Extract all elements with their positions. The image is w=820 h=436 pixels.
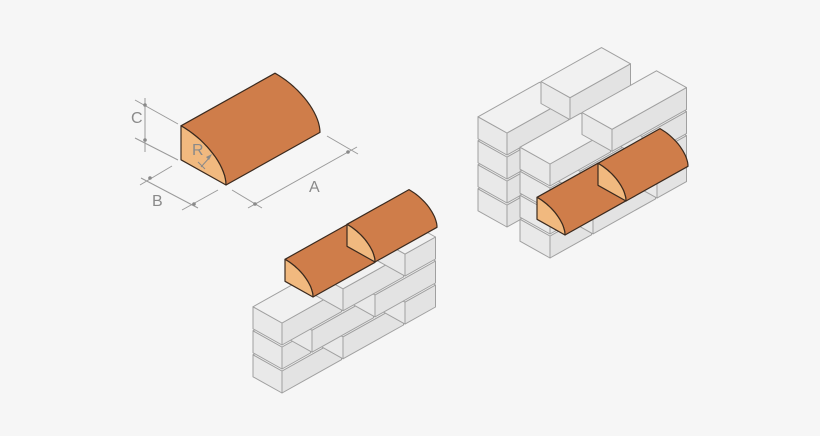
label-r: R [192, 142, 204, 159]
half-round-brick-end-face [597, 162, 627, 202]
half-round-brick-end-face [180, 125, 227, 186]
radius-arrow-icon [197, 154, 212, 170]
extension-line [181, 189, 219, 211]
brick-top-face [540, 47, 631, 99]
dimension-b-line [140, 177, 199, 209]
label-c: C [131, 110, 143, 127]
label-b: B [152, 193, 163, 210]
dimension-tick [192, 202, 196, 206]
half-round-brick-end-face [284, 258, 314, 298]
extension-line [134, 99, 179, 125]
dimension-lines [134, 98, 359, 211]
extension-line [231, 189, 263, 209]
extension-line [139, 165, 173, 186]
extension-line [326, 135, 359, 155]
dimension-tick [253, 202, 257, 206]
brick-top-face [581, 70, 687, 130]
dimension-tick [143, 103, 147, 107]
dimension-a-line [247, 146, 358, 209]
half-round-brick-end-face [346, 223, 376, 263]
dimension-tick [346, 150, 350, 154]
half-round-brick-end-face [536, 196, 566, 236]
extension-line [134, 137, 179, 161]
walls [252, 47, 689, 394]
sample-brick-group [180, 72, 321, 186]
label-a: A [309, 179, 320, 196]
dimension-tick [143, 138, 147, 142]
dimension-tick [148, 176, 152, 180]
